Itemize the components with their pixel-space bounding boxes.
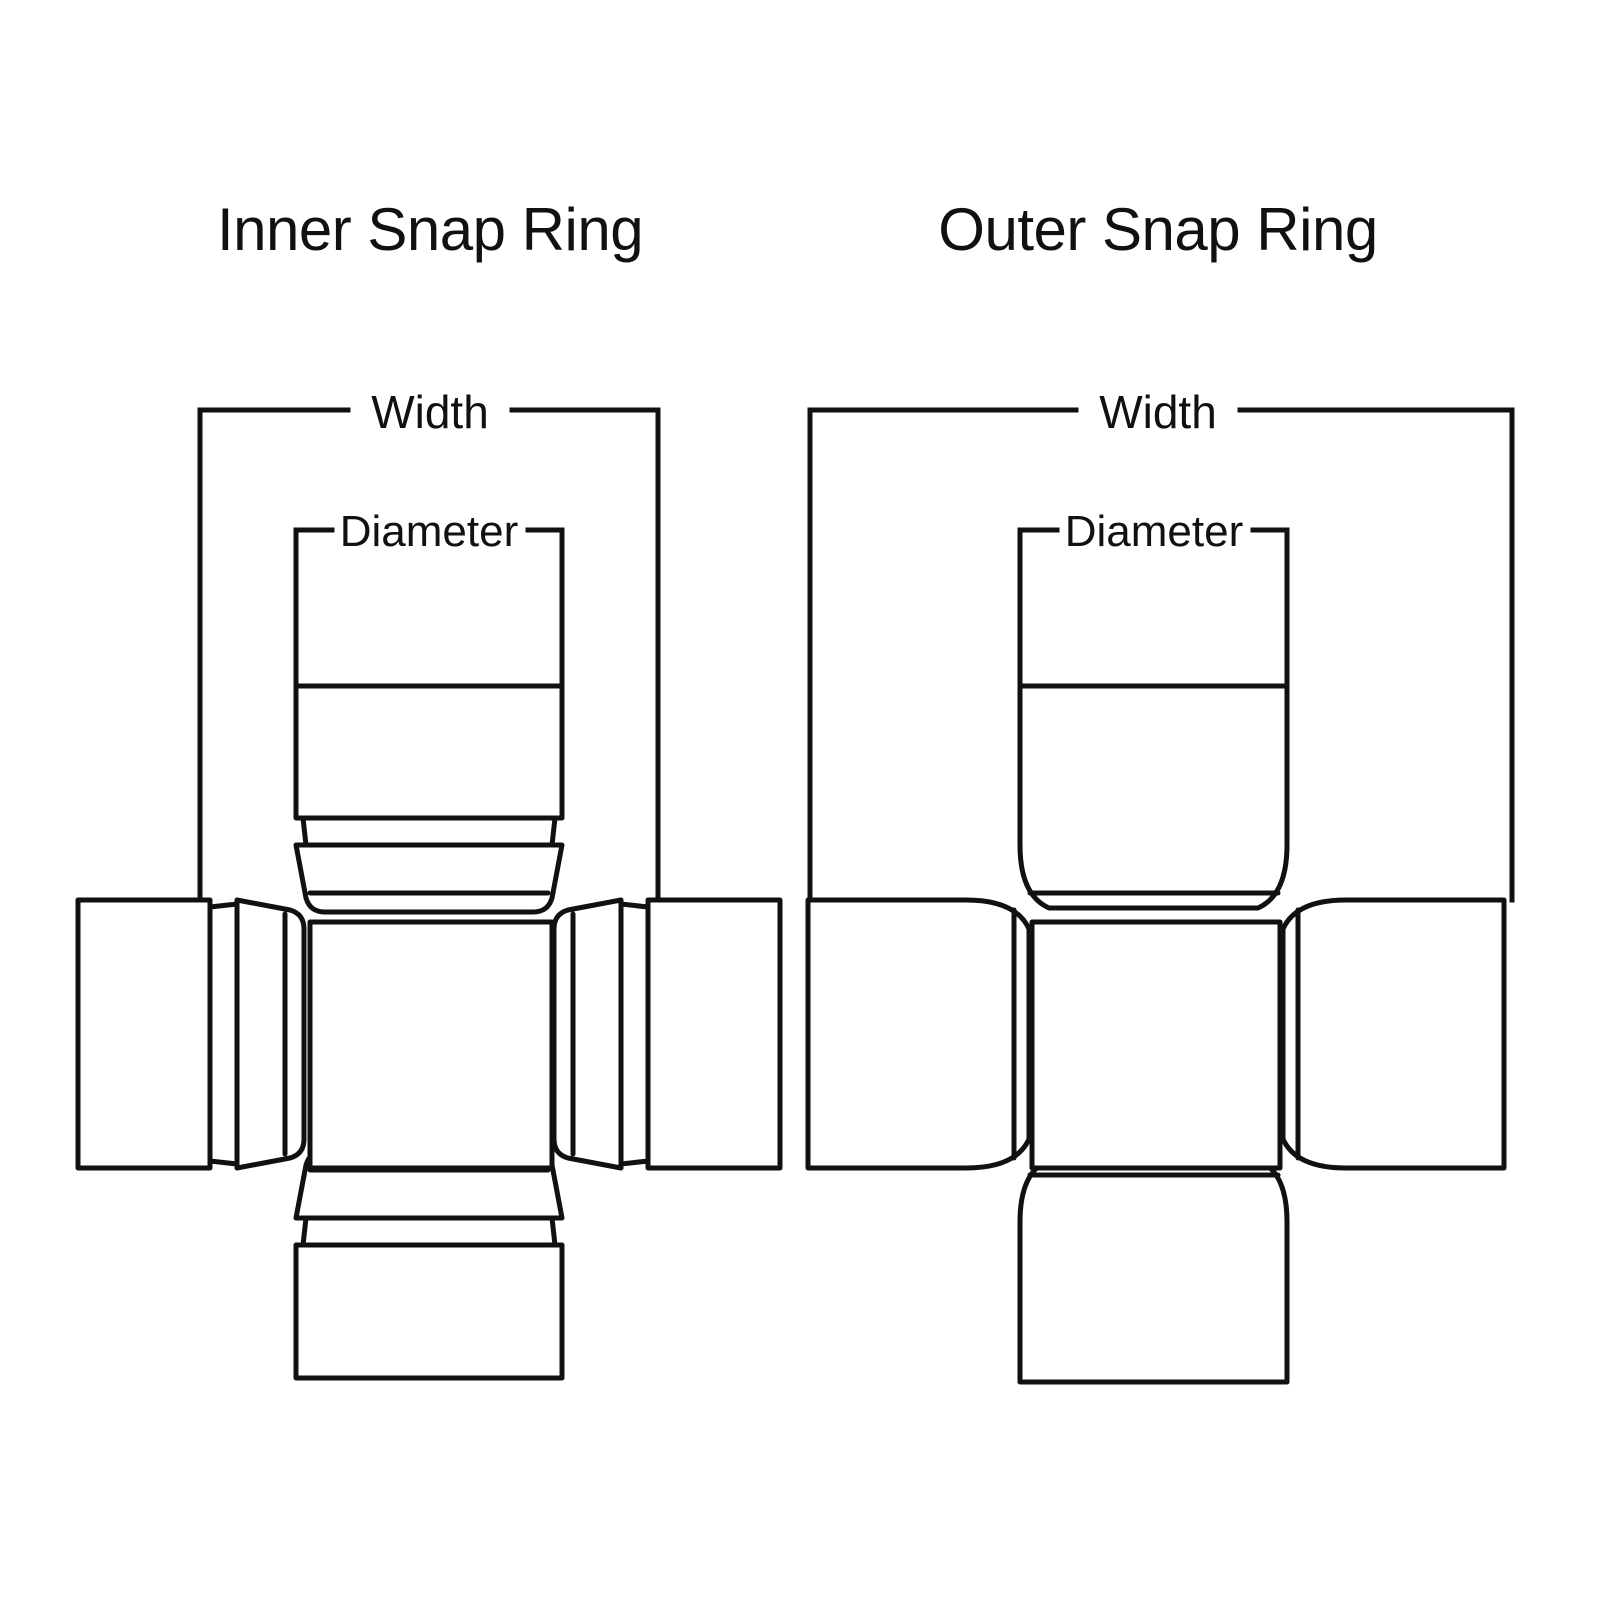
diameter-dimension-icon-outer: [1017, 527, 1290, 689]
right-cap-body-outer: [1280, 897, 1507, 1171]
diameter-dimension-icon-inner: [293, 527, 565, 689]
bottom-cap-body: [293, 1242, 565, 1381]
panel-title-inner: Inner Snap Ring: [217, 196, 643, 263]
left-cap-body: [75, 897, 213, 1171]
diameter-dimension-label-inner: Diameter: [340, 507, 519, 556]
diameter-dimension-label-outer: Diameter: [1065, 507, 1244, 556]
universal-joint-cross-icon-outer: [805, 683, 1507, 1385]
left-cap-snapring-band: [207, 901, 240, 1167]
panel-inner-snap-ring: Inner Snap Ring Width Diameter: [75, 196, 783, 1381]
top-cap-snapring-band: [300, 815, 558, 848]
right-cap-shoulder: [551, 897, 624, 1171]
width-dimension-label-inner: Width: [371, 386, 489, 438]
top-cap-shoulder: [293, 842, 565, 915]
right-cap-body: [645, 897, 783, 1171]
panel-title-outer: Outer Snap Ring: [938, 196, 1377, 263]
width-dimension-icon-inner: [197, 407, 661, 903]
left-cap-body-outer: [805, 897, 1032, 1171]
panel-outer-snap-ring: Outer Snap Ring Width Diameter: [805, 196, 1515, 1385]
right-cap-snapring-band: [618, 901, 651, 1167]
universal-joint-cross-icon-inner: [75, 683, 783, 1381]
top-cap-body-outer: [1017, 683, 1290, 911]
cross-center-body: [307, 919, 555, 1171]
width-dimension-icon-outer: [807, 407, 1515, 903]
width-dimension-label-outer: Width: [1099, 386, 1217, 438]
cross-center-body-outer: [1029, 919, 1283, 1171]
top-cap-body: [293, 683, 565, 821]
left-cap-shoulder: [234, 897, 307, 1171]
bottom-cap-snapring-band: [300, 1215, 558, 1248]
bottom-cap-body-outer: [1017, 1157, 1290, 1385]
